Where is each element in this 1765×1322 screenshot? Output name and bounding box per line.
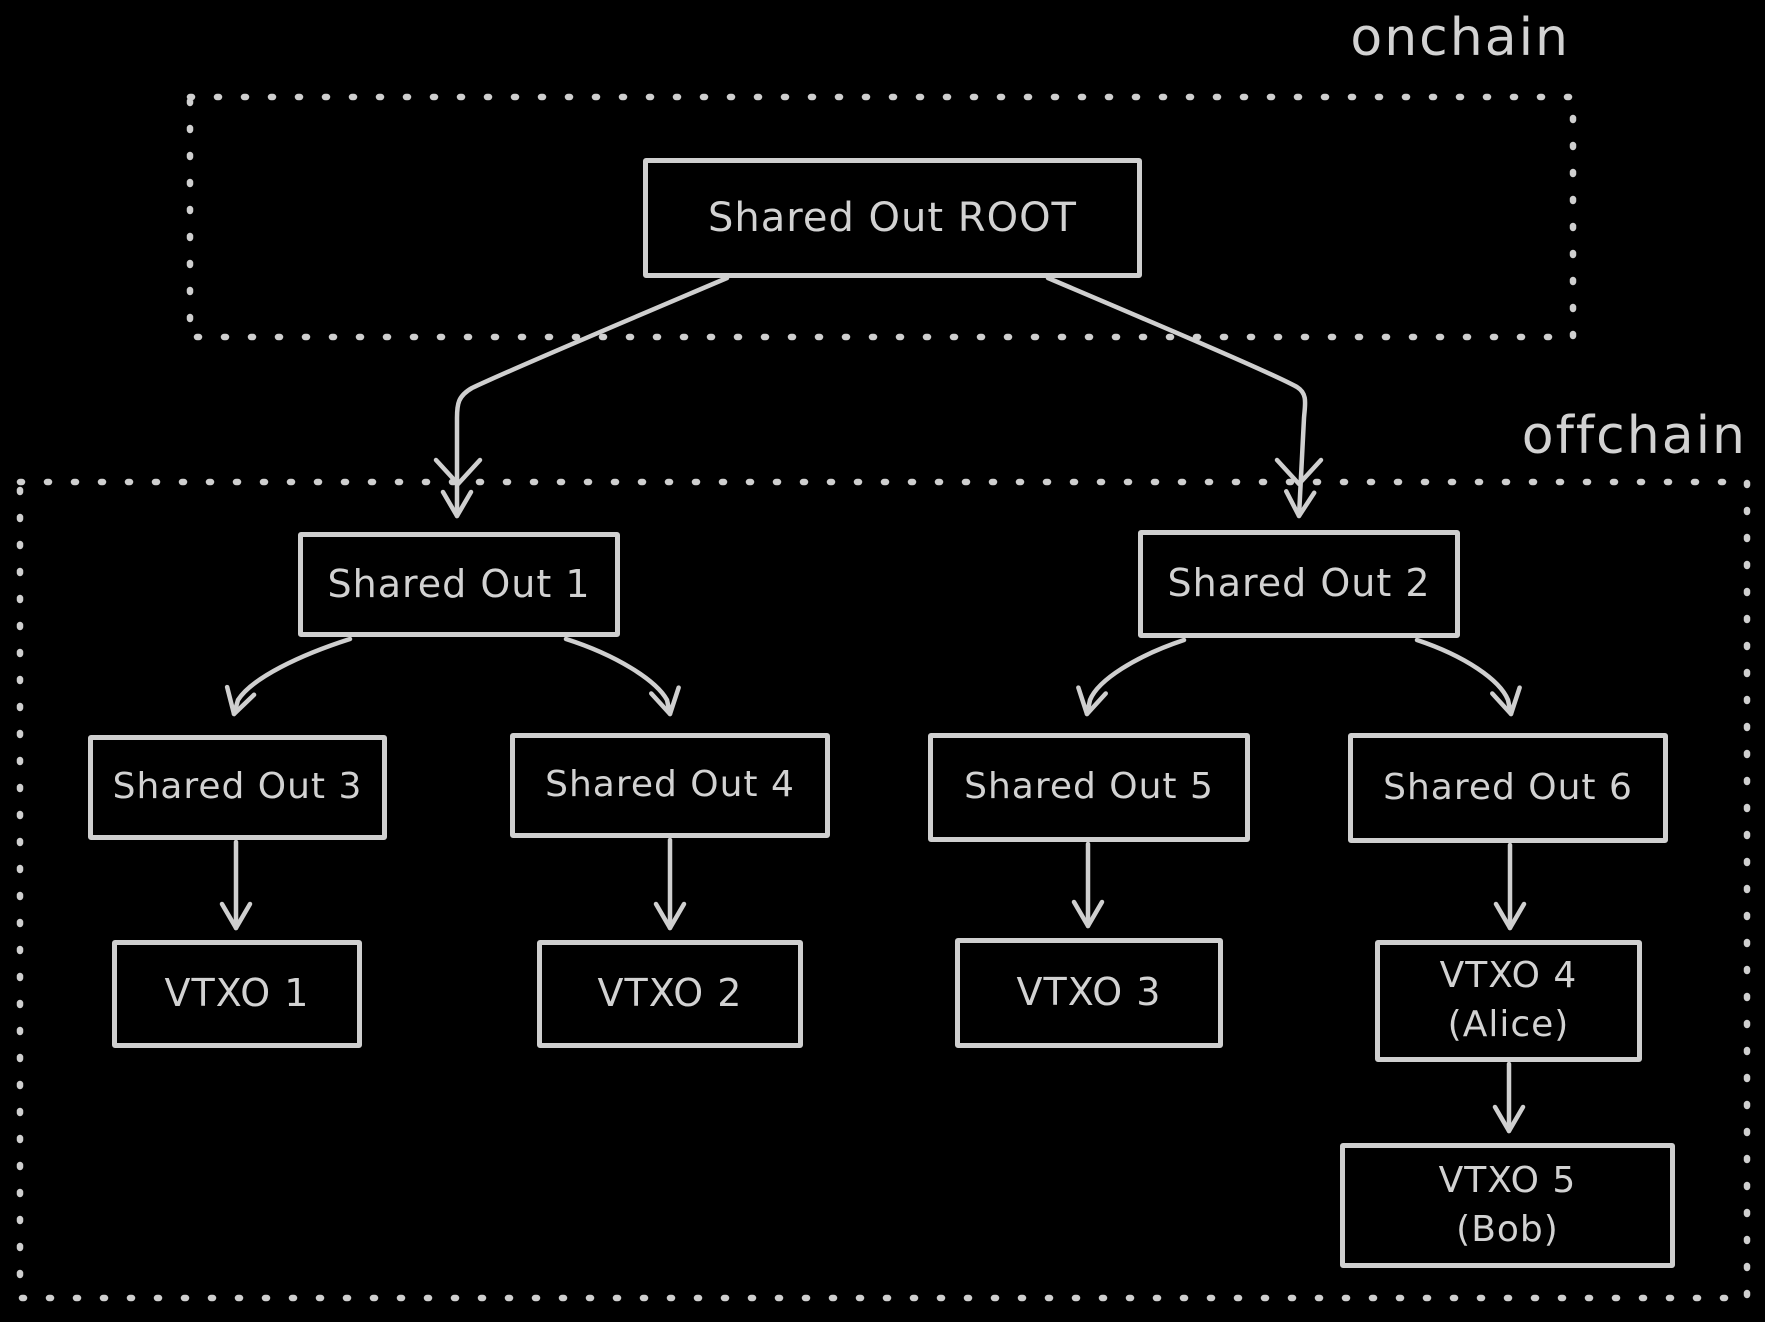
node-shared-out-root: Shared Out ROOT bbox=[643, 158, 1142, 278]
node-label: Shared Out 6 bbox=[1383, 766, 1633, 808]
node-label: VTXO 3 bbox=[1016, 970, 1162, 1015]
node-sublabel: (Bob) bbox=[1456, 1208, 1559, 1250]
node-label: Shared Out 2 bbox=[1167, 561, 1431, 606]
node-shared-out-5: Shared Out 5 bbox=[928, 733, 1250, 842]
node-vtxo-2: VTXO 2 bbox=[537, 940, 803, 1048]
node-vtxo-1: VTXO 1 bbox=[112, 940, 362, 1048]
node-vtxo-5: VTXO 5 (Bob) bbox=[1340, 1143, 1675, 1268]
node-label: Shared Out 4 bbox=[545, 764, 795, 806]
node-sublabel: (Alice) bbox=[1447, 1004, 1570, 1045]
node-shared-out-2: Shared Out 2 bbox=[1138, 530, 1460, 638]
node-label: Shared Out 5 bbox=[964, 766, 1214, 808]
edge-root-shared2-chevron bbox=[1274, 457, 1324, 487]
edge-root-shared2 bbox=[1045, 275, 1317, 519]
node-shared-out-6: Shared Out 6 bbox=[1348, 733, 1668, 843]
edge-root-shared1 bbox=[440, 275, 730, 519]
edge-shared1-shared4 bbox=[563, 636, 681, 717]
node-vtxo-3: VTXO 3 bbox=[955, 938, 1223, 1048]
node-shared-out-3: Shared Out 3 bbox=[88, 735, 387, 840]
onchain-region-label: onchain bbox=[1350, 8, 1570, 68]
node-label: VTXO 4 bbox=[1439, 955, 1578, 997]
node-label: Shared Out ROOT bbox=[708, 195, 1077, 241]
edge-root-shared1-chevron bbox=[433, 457, 483, 487]
node-vtxo-4: VTXO 4 (Alice) bbox=[1375, 940, 1642, 1062]
edge-shared1-shared3 bbox=[224, 636, 353, 717]
node-label: VTXO 2 bbox=[597, 971, 743, 1016]
node-shared-out-1: Shared Out 1 bbox=[298, 532, 620, 637]
node-label: Shared Out 3 bbox=[112, 766, 363, 808]
edge-shared2-shared5 bbox=[1076, 637, 1187, 717]
node-label: VTXO 1 bbox=[164, 971, 310, 1016]
node-shared-out-4: Shared Out 4 bbox=[510, 733, 830, 838]
edge-shared2-shared6 bbox=[1414, 637, 1522, 717]
offchain-region-label: offchain bbox=[1521, 406, 1747, 466]
offchain-boundary bbox=[16, 478, 1751, 1302]
node-label: VTXO 5 bbox=[1438, 1159, 1577, 1201]
node-label: Shared Out 1 bbox=[327, 561, 591, 606]
